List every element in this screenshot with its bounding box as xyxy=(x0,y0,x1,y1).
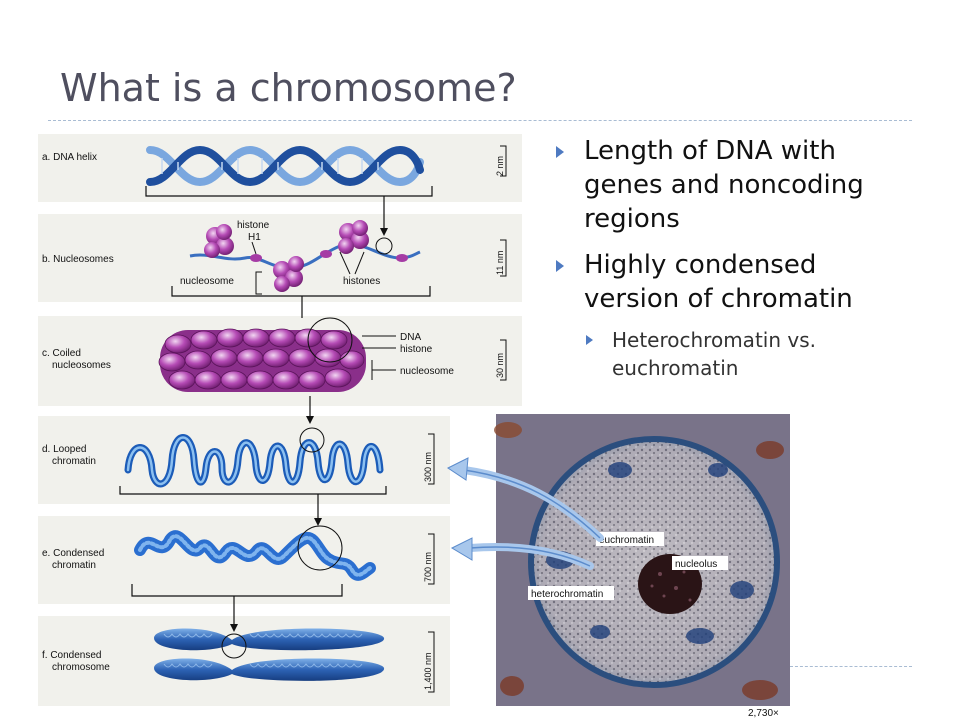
nucleosome-label: nucleosome xyxy=(180,276,234,287)
scale-bar-a: 2 nm xyxy=(495,145,507,177)
nucleolus-label: nucleolus xyxy=(675,559,717,570)
nucleosome-3 xyxy=(338,220,369,254)
sub-bullet-triangle-icon xyxy=(586,335,593,345)
panel-f-label: f. Condensed xyxy=(42,650,102,661)
nucleosome-1 xyxy=(204,224,234,258)
footer-divider xyxy=(790,666,912,667)
histone-h1-label-line2: H1 xyxy=(248,232,261,243)
nucleosome-c-label: nucleosome xyxy=(400,366,454,377)
scale-label-b: 11 nm xyxy=(495,251,505,275)
panel-e-label: e. Condensed xyxy=(42,548,104,559)
scale-label-f: 1,400 nm xyxy=(423,652,433,690)
euchromatin-label: euchromatin xyxy=(599,535,654,546)
panel-f-label-line2: chromosome xyxy=(52,662,110,673)
bullet-list: Length of DNA with genes and noncoding r… xyxy=(556,134,916,382)
panel-c-label: c. Coiled xyxy=(42,348,81,359)
histone-label: histone xyxy=(400,344,433,355)
sub-bullet-item: Heterochromatin vs. euchromatin xyxy=(556,326,916,382)
panel-d-label: d. Looped xyxy=(42,444,87,455)
panel-f-background xyxy=(38,616,450,706)
panel-a-label: a. DNA helix xyxy=(42,152,97,163)
nucleosome-2 xyxy=(273,256,304,292)
dna-label: DNA xyxy=(400,332,421,343)
slide-title: What is a chromosome? xyxy=(60,66,517,110)
bullet-text: Length of DNA with genes and noncoding r… xyxy=(584,136,864,234)
panel-b-label: b. Nucleosomes xyxy=(42,254,114,265)
histone-h1-label: histone xyxy=(237,220,270,231)
heterochromatin-label: heterochromatin xyxy=(531,589,603,600)
sub-bullet-text: Heterochromatin vs. euchromatin xyxy=(612,328,816,380)
scale-label-d: 300 nm xyxy=(423,452,433,482)
bullet-text: Highly condensed version of chromatin xyxy=(584,250,853,314)
scale-label-a: 2 nm xyxy=(495,156,505,176)
panel-d-background xyxy=(38,416,450,504)
heterochromatin-arrow xyxy=(450,537,594,570)
scale-bar-e: 700 nm xyxy=(423,533,435,585)
panel-c-label-line2: nucleosomes xyxy=(52,360,111,371)
scale-label-e: 700 nm xyxy=(423,552,433,582)
condensed-chromosome xyxy=(154,628,385,681)
scale-bar-c: 30 nm xyxy=(495,339,507,381)
bullet-item: Length of DNA with genes and noncoding r… xyxy=(556,134,916,236)
bullet-triangle-icon xyxy=(556,146,564,158)
looped-chromatin xyxy=(119,427,387,526)
coiled-nucleosomes: DNA histone nucleosome xyxy=(158,317,454,424)
title-divider xyxy=(48,120,912,121)
scale-bar-d: 300 nm xyxy=(423,433,435,485)
scale-label-c: 30 nm xyxy=(495,353,505,378)
histones-label: histones xyxy=(343,276,380,287)
euchromatin-arrow xyxy=(447,457,604,542)
bullet-triangle-icon xyxy=(556,260,564,272)
panel-e-label-line2: chromatin xyxy=(52,560,96,571)
scale-bar-b: 11 nm xyxy=(495,239,507,277)
dna-helix xyxy=(145,145,433,236)
nucleus-micrograph: euchromatin nucleolus heterochromatin 2,… xyxy=(494,414,790,719)
condensed-chromatin xyxy=(131,525,376,632)
scale-bar-f: 1,400 nm xyxy=(423,631,435,693)
bullet-item: Highly condensed version of chromatin xyxy=(556,248,916,316)
nucleosome-string: histone H1 nucleosome histones xyxy=(171,220,431,318)
panel-d-label-line2: chromatin xyxy=(52,456,96,467)
magnification-label: 2,730× xyxy=(748,708,779,719)
